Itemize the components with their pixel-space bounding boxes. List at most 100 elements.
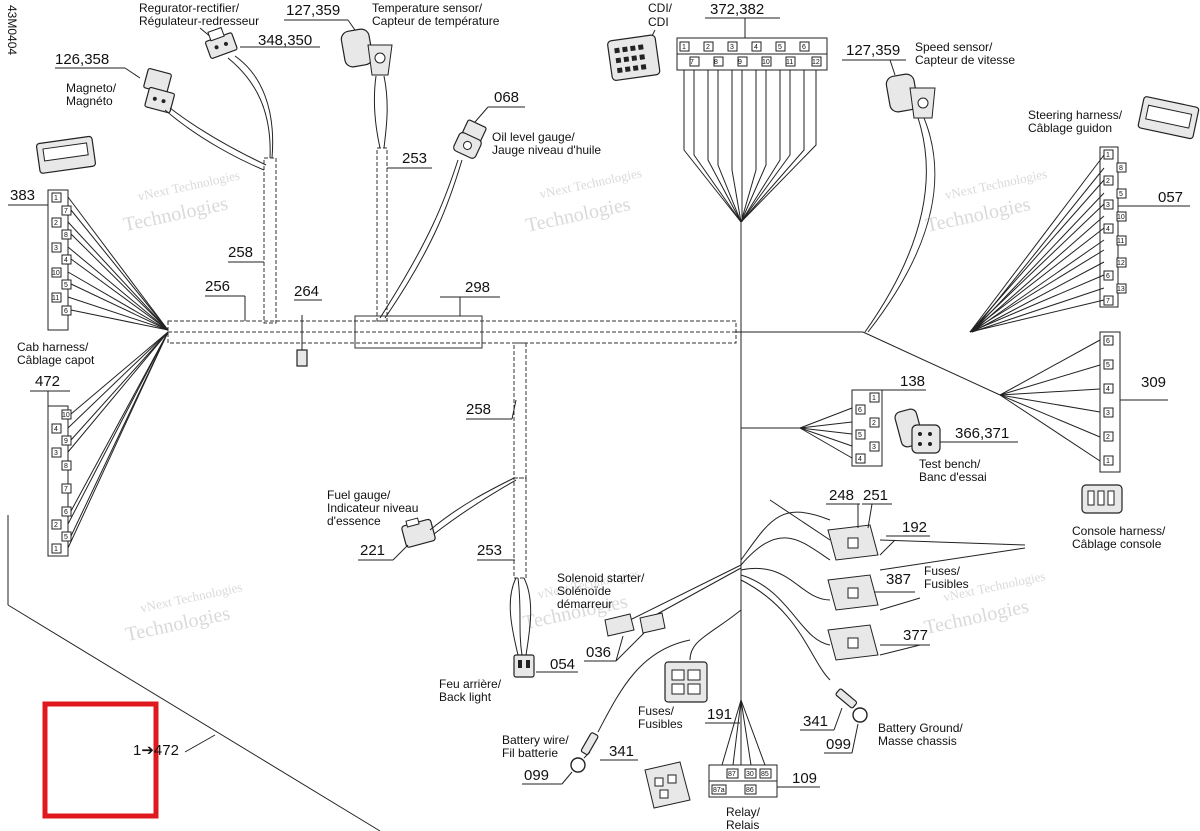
svg-text:2: 2 [1106, 434, 1110, 441]
svg-text:Oil level gauge/: Oil level gauge/ [492, 130, 575, 144]
svg-text:12: 12 [1117, 260, 1125, 267]
svg-text:348,350: 348,350 [258, 32, 312, 49]
svg-text:vNext Technologies: vNext Technologies [943, 166, 1048, 202]
highlight-callout[interactable]: 1➔472 [42, 701, 179, 819]
speed-sensor: 127,359 Speed sensor/ Capteur de vitesse [842, 40, 1015, 333]
svg-text:Indicateur niveau: Indicateur niveau [327, 501, 418, 515]
svg-text:d'essence: d'essence [327, 514, 381, 528]
svg-text:85: 85 [761, 771, 769, 778]
svg-text:10: 10 [62, 412, 70, 419]
svg-text:5: 5 [858, 432, 862, 439]
svg-text:7: 7 [64, 208, 68, 215]
svg-text:221: 221 [360, 542, 385, 559]
relay-icon [644, 761, 691, 809]
svg-text:13: 13 [1117, 286, 1125, 293]
svg-text:11: 11 [1117, 238, 1124, 245]
svg-text:Magneto/: Magneto/ [66, 81, 117, 95]
svg-text:CDI/: CDI/ [648, 1, 673, 15]
test-bench-pins: 1 6 2 5 3 4 [855, 392, 880, 464]
svg-text:Fuses/: Fuses/ [924, 564, 961, 578]
svg-text:Cab harness/: Cab harness/ [17, 340, 89, 354]
svg-text:057: 057 [1158, 189, 1183, 206]
fuse-holder-2-icon [827, 574, 879, 611]
test-bench: 1 6 2 5 3 4 138 366,371 Test bench/ Banc… [741, 373, 1018, 484]
svg-text:054: 054 [550, 656, 575, 673]
svg-text:251: 251 [863, 487, 888, 504]
svg-text:Fusibles: Fusibles [638, 717, 683, 731]
svg-text:8: 8 [714, 59, 718, 66]
fuse-box-icon [664, 661, 708, 703]
svg-text:Console harness/: Console harness/ [1072, 524, 1166, 538]
svg-text:Fuses/: Fuses/ [638, 704, 675, 718]
magneto-connector-icon [143, 67, 175, 114]
svg-text:Solénoïde: Solénoïde [557, 584, 611, 598]
speed-sensor-icon [885, 73, 936, 119]
back-light-connector-icon [513, 654, 535, 678]
svg-text:7: 7 [1106, 298, 1110, 305]
svg-text:Temperature sensor/: Temperature sensor/ [372, 1, 483, 15]
solenoid-starter: Solenoid starter/ Solénoïde démarreur 03… [557, 564, 742, 662]
harness-refs: 256 258 264 298 253 258 253 [205, 150, 517, 561]
svg-text:10: 10 [762, 59, 770, 66]
svg-text:4: 4 [54, 426, 58, 433]
svg-text:3: 3 [54, 245, 58, 252]
svg-text:Solenoid starter/: Solenoid starter/ [557, 571, 645, 585]
svg-text:036: 036 [586, 644, 611, 661]
svg-text:253: 253 [477, 542, 502, 559]
svg-text:Technologies: Technologies [924, 193, 1033, 237]
svg-text:6: 6 [802, 44, 806, 51]
svg-text:Feu arrière/: Feu arrière/ [439, 677, 502, 691]
svg-text:253: 253 [402, 150, 427, 167]
c309-pins: 6 5 4 3 2 1 [1103, 335, 1114, 466]
svg-text:068: 068 [494, 89, 519, 106]
svg-text:5: 5 [778, 44, 782, 51]
svg-text:341: 341 [609, 743, 634, 760]
svg-text:Magnéto: Magnéto [66, 94, 113, 108]
svg-text:Masse chassis: Masse chassis [878, 734, 957, 748]
svg-text:Battery wire/: Battery wire/ [502, 733, 569, 747]
cdi-module: CDI/ CDI 372,382 1 2 3 4 5 6 7 8 9 10 11 [607, 1, 828, 223]
svg-text:126,358: 126,358 [55, 51, 109, 68]
svg-text:Fusibles: Fusibles [924, 577, 969, 591]
svg-text:383: 383 [10, 187, 35, 204]
svg-text:4: 4 [1106, 226, 1110, 233]
svg-text:3: 3 [1106, 202, 1110, 209]
svg-text:377: 377 [903, 627, 928, 644]
svg-text:372,382: 372,382 [710, 1, 764, 18]
callout-text: 1➔472 [133, 742, 179, 759]
svg-text:387: 387 [886, 571, 911, 588]
svg-text:Fuel gauge/: Fuel gauge/ [327, 488, 391, 502]
ground-terminal-icon [835, 688, 858, 709]
svg-text:298: 298 [465, 279, 490, 296]
solenoid-connector-icon [604, 612, 666, 637]
regulator-connector-icon [205, 26, 238, 59]
svg-text:2: 2 [872, 420, 876, 427]
fuel-gauge-connector-icon [401, 517, 436, 548]
svg-text:5: 5 [1119, 191, 1123, 198]
svg-text:4: 4 [64, 257, 68, 264]
console-harness: 6 5 4 3 2 1 309 Console harness/ Câblage… [862, 331, 1168, 551]
test-bench-connector-icon [894, 408, 941, 454]
svg-text:Fil batterie: Fil batterie [502, 746, 558, 760]
svg-text:8: 8 [64, 232, 68, 239]
svg-text:Capteur de température: Capteur de température [372, 14, 500, 28]
fuel-gauge: Fuel gauge/ Indicateur niveau d'essence … [327, 477, 517, 561]
svg-text:6: 6 [858, 407, 862, 414]
svg-text:256: 256 [205, 278, 230, 295]
svg-text:30: 30 [746, 771, 754, 778]
svg-text:87: 87 [728, 771, 736, 778]
svg-text:309: 309 [1141, 374, 1166, 391]
relay-pins: 87 30 85 87a 86 [711, 768, 772, 795]
border-lines [7, 515, 381, 831]
svg-text:9: 9 [738, 59, 742, 66]
svg-text:099: 099 [524, 767, 549, 784]
svg-text:Câblage capot: Câblage capot [17, 353, 95, 367]
svg-text:5: 5 [1106, 362, 1110, 369]
svg-text:Technologies: Technologies [922, 595, 1031, 639]
regulator-rectifier: Regurator-rectifier/ Régulateur-redresse… [139, 1, 320, 159]
back-light: 054 Feu arrière/ Back light [439, 577, 578, 704]
svg-text:8: 8 [1119, 165, 1123, 172]
svg-text:Back light: Back light [439, 690, 492, 704]
steering-connector-icon [1137, 96, 1200, 140]
